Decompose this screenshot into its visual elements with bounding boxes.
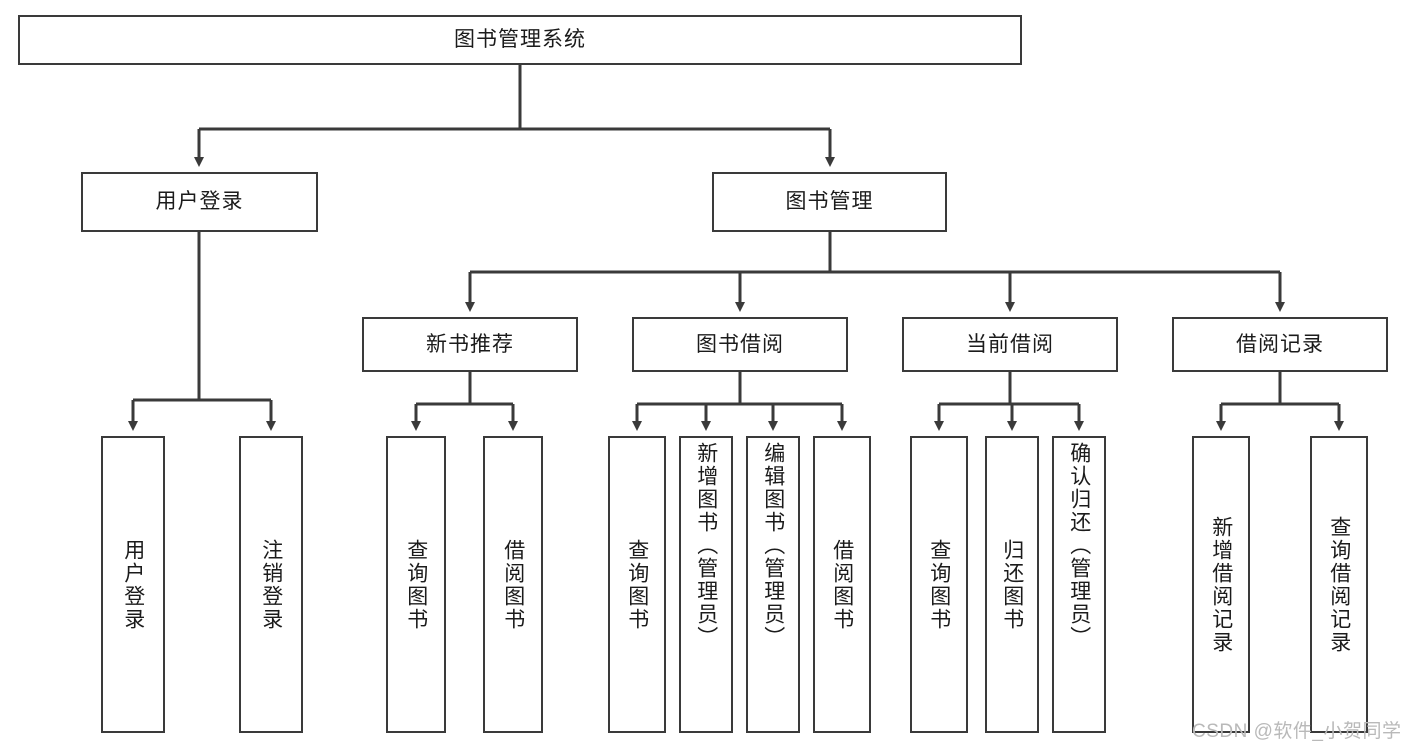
node-leaf-add-borrow-record-label: 新增借阅记录 bbox=[1209, 515, 1233, 654]
csdn-watermark: CSDN @软件_小贺同学 bbox=[1192, 721, 1402, 742]
node-new-book-recommend[interactable]: 新书推荐 bbox=[362, 317, 578, 372]
node-current-borrow[interactable]: 当前借阅 bbox=[902, 317, 1118, 372]
node-leaf-logout-label: 注销登录 bbox=[259, 538, 283, 631]
node-leaf-confirm-return-admin-label: 确认归还（管理员） bbox=[1067, 442, 1091, 649]
node-leaf-query-book-rec[interactable]: 查询图书 bbox=[386, 436, 446, 733]
node-leaf-confirm-return-admin[interactable]: 确认归还（管理员） bbox=[1052, 436, 1106, 733]
node-leaf-borrow-book-rec-label: 借阅图书 bbox=[501, 538, 525, 631]
node-current-borrow-label: 当前借阅 bbox=[966, 332, 1054, 356]
node-leaf-query-book-current[interactable]: 查询图书 bbox=[910, 436, 968, 733]
node-leaf-add-book-admin-label: 新增图书（管理员） bbox=[694, 442, 718, 649]
node-book-management[interactable]: 图书管理 bbox=[712, 172, 947, 232]
node-borrow-record[interactable]: 借阅记录 bbox=[1172, 317, 1388, 372]
node-new-book-recommend-label: 新书推荐 bbox=[426, 332, 514, 356]
node-leaf-query-book-borrow[interactable]: 查询图书 bbox=[608, 436, 666, 733]
node-leaf-add-book-admin[interactable]: 新增图书（管理员） bbox=[679, 436, 733, 733]
node-leaf-borrow-book-label: 借阅图书 bbox=[830, 538, 854, 631]
node-leaf-edit-book-admin[interactable]: 编辑图书（管理员） bbox=[746, 436, 800, 733]
node-leaf-user-login[interactable]: 用户登录 bbox=[101, 436, 165, 733]
node-leaf-return-book-label: 归还图书 bbox=[1000, 538, 1024, 631]
node-leaf-query-book-rec-label: 查询图书 bbox=[404, 538, 428, 631]
node-leaf-return-book[interactable]: 归还图书 bbox=[985, 436, 1039, 733]
node-leaf-borrow-book-rec[interactable]: 借阅图书 bbox=[483, 436, 543, 733]
node-leaf-query-book-current-label: 查询图书 bbox=[927, 538, 951, 631]
node-book-management-label: 图书管理 bbox=[785, 190, 874, 214]
node-book-borrow[interactable]: 图书借阅 bbox=[632, 317, 848, 372]
node-leaf-user-login-label: 用户登录 bbox=[121, 538, 145, 631]
node-leaf-logout[interactable]: 注销登录 bbox=[239, 436, 303, 733]
node-borrow-record-label: 借阅记录 bbox=[1236, 332, 1324, 356]
node-leaf-query-borrow-record[interactable]: 查询借阅记录 bbox=[1310, 436, 1368, 733]
node-leaf-query-book-borrow-label: 查询图书 bbox=[625, 538, 649, 631]
node-leaf-add-borrow-record[interactable]: 新增借阅记录 bbox=[1192, 436, 1250, 733]
node-leaf-edit-book-admin-label: 编辑图书（管理员） bbox=[761, 442, 785, 649]
node-book-borrow-label: 图书借阅 bbox=[696, 332, 784, 356]
node-user-login[interactable]: 用户登录 bbox=[81, 172, 318, 232]
node-user-login-label: 用户登录 bbox=[155, 190, 244, 214]
node-leaf-query-borrow-record-label: 查询借阅记录 bbox=[1327, 515, 1351, 654]
node-leaf-borrow-book[interactable]: 借阅图书 bbox=[813, 436, 871, 733]
node-root[interactable]: 图书管理系统 bbox=[18, 15, 1022, 65]
node-root-label: 图书管理系统 bbox=[454, 28, 586, 52]
